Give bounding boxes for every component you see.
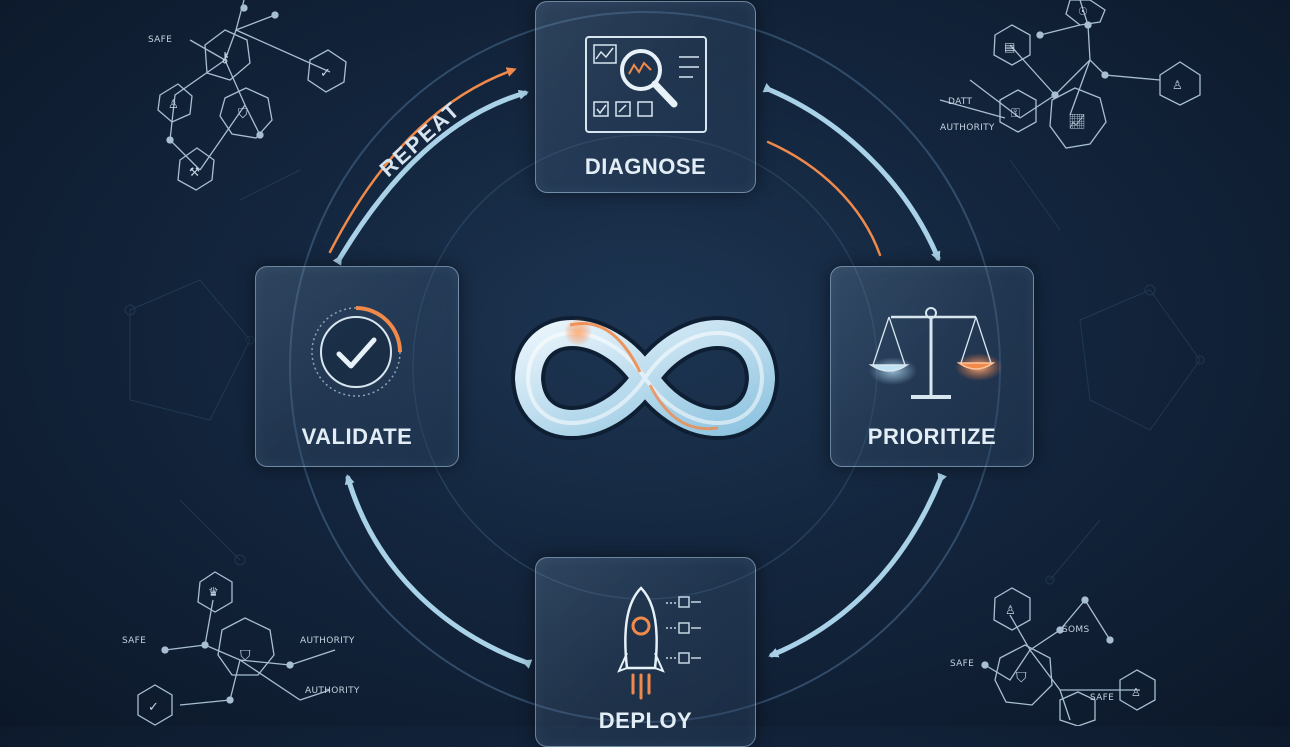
network-label-safe-br1: SAFE (950, 659, 974, 669)
infinity-icon (511, 316, 779, 440)
network-label-datt: DATT (948, 97, 972, 107)
shield-icon: ⛉ (240, 648, 251, 664)
trophy-icon: ♛ (208, 585, 219, 599)
arrow-deploy-to-validate (344, 474, 533, 669)
network-label-safe-tl: SAFE (148, 35, 172, 45)
scales-icon (868, 307, 1003, 399)
check-circle-icon (311, 306, 402, 397)
magnifier-dashboard-icon (585, 36, 707, 133)
background-network (124, 159, 1205, 585)
arrow-diagnose-to-prioritize (762, 83, 941, 262)
arrow-repeat-orange (328, 67, 517, 254)
lock-icon: ⚿ (1011, 106, 1020, 120)
network-label-authority-tr: AUTHORITY (940, 123, 995, 133)
arrow-diagnose-to-prioritize-orange (766, 140, 882, 257)
person-icon: ♙ (1172, 78, 1183, 92)
chart-icon: ▤ (1004, 40, 1015, 54)
check-icon: ✓ (320, 66, 331, 81)
person-icon: ♙ (1005, 603, 1016, 617)
network-label-soms: SOMS (1062, 625, 1089, 635)
arrow-prioritize-to-deploy (768, 472, 947, 658)
network-bottom-left (137, 571, 336, 726)
person-icon: ♙ (168, 97, 179, 111)
network-top-left (157, 0, 347, 191)
stage-card-prioritize[interactable]: PRIORITIZE (830, 266, 1034, 467)
check-icon: ✓ (148, 700, 159, 715)
stage-label-diagnose: DIAGNOSE (584, 154, 707, 179)
network-top-right (939, 0, 1201, 149)
network-label-safe-br2: SAFE (1090, 693, 1114, 703)
wrench-icon: ⚒ (189, 165, 200, 179)
network-label-safe-bl: SAFE (122, 636, 146, 646)
trend-chart-icon: 📈︎ (1068, 113, 1086, 130)
arrow-validate-to-diagnose (332, 89, 529, 266)
person-icon: ♙ (1131, 686, 1141, 699)
rocket-icon (617, 586, 701, 700)
stage-label-deploy: DEPLOY (598, 708, 693, 733)
key-icon: ⚷ (220, 50, 230, 66)
network-label-authority-bl1: AUTHORITY (300, 636, 355, 646)
stage-card-diagnose[interactable]: DIAGNOSE (535, 1, 756, 193)
stage-label-prioritize: PRIORITIZE (867, 424, 997, 449)
stage-card-deploy[interactable]: DEPLOY (535, 557, 756, 747)
network-label-authority-bl2: AUTHORITY (305, 686, 360, 696)
stage-card-validate[interactable]: VALIDATE (255, 266, 459, 467)
network-bottom-right (981, 587, 1156, 726)
shield-person-icon: ⛉ (1016, 670, 1027, 686)
stage-label-validate: VALIDATE (301, 424, 413, 449)
lightbulb-icon: ☉ (1078, 5, 1088, 18)
repeat-label: REPEAT (375, 96, 466, 181)
shield-icon: ⛉ (238, 107, 248, 122)
